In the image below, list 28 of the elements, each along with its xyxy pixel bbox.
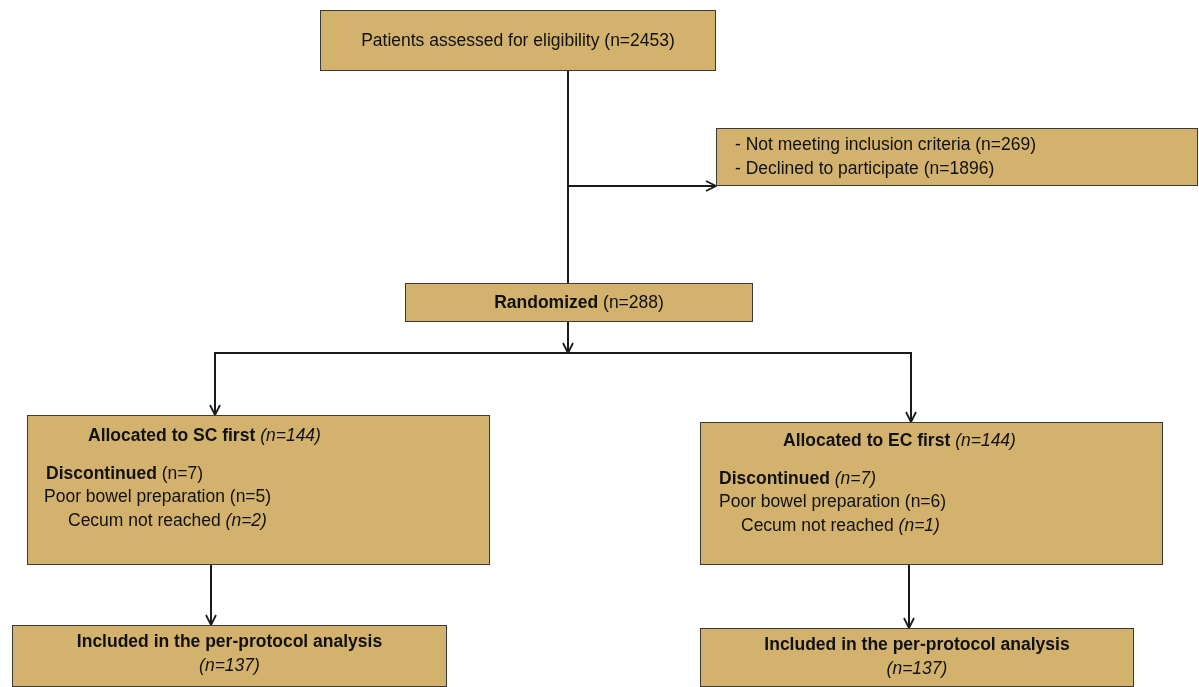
box-text: Cecum not reached (n=1) (740, 513, 941, 537)
box-text: Allocated to EC first (n=144) (782, 429, 1017, 452)
arrow (562, 321, 574, 354)
arrow (205, 564, 217, 626)
box-text: (n=137) (885, 656, 949, 680)
box-text: Included in the per-protocol analysis (763, 633, 1071, 656)
process-box (700, 628, 1134, 687)
box-text: (n=137) (198, 653, 261, 677)
arrow (209, 352, 569, 416)
process-box (405, 283, 753, 322)
box-text: Patients assessed for eligibility (n=2453) (360, 28, 676, 52)
process-box (716, 128, 1198, 186)
box-text: Allocated to SC first (n=144) (87, 424, 322, 447)
box-text: Cecum not reached (n=2) (67, 508, 268, 532)
process-box (320, 10, 716, 71)
process-box (12, 625, 447, 687)
arrow (567, 352, 917, 423)
box-text: Discontinued (n=7) (45, 461, 205, 485)
arrow (903, 564, 915, 629)
process-box (700, 422, 1163, 565)
box-text: - Not meeting inclusion criteria (n=269) (735, 133, 1038, 157)
box-text: Discontinued (n=7) (718, 466, 878, 490)
box-text: Included in the per-protocol analysis (75, 630, 384, 653)
box-text: Randomized (n=288) (493, 290, 665, 314)
box-text: Poor bowel preparation (n=6) (718, 490, 948, 514)
process-box (27, 415, 490, 565)
box-text: Poor bowel preparation (n=5) (44, 485, 273, 509)
box-text: - Declined to participate (n=1896) (735, 157, 996, 180)
